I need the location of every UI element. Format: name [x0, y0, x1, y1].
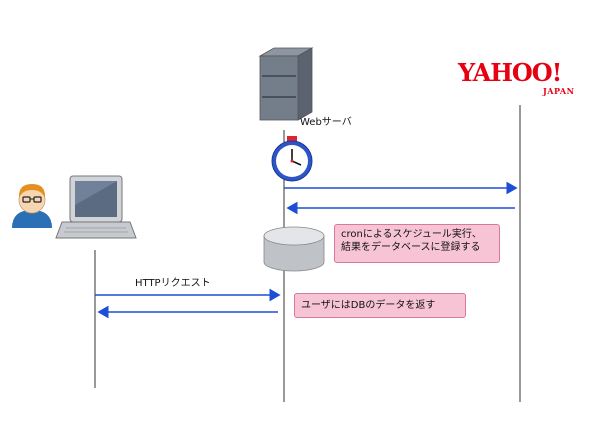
server-icon — [258, 47, 314, 121]
yahoo-japan-logo: YAHOO! — [458, 58, 562, 87]
http-request-label: HTTPリクエスト — [135, 278, 211, 289]
web-server-label: Webサーバ — [300, 117, 352, 128]
yahoo-logo-main: YAHOO! — [458, 58, 562, 87]
clock-icon — [271, 136, 313, 182]
return-db-note: ユーザにはDBのデータを返す — [294, 293, 466, 318]
laptop-icon — [55, 175, 137, 239]
cron-note: cronによるスケジュール実行、 結果をデータベースに登録する — [334, 224, 500, 263]
yahoo-logo-sub: JAPAN — [543, 86, 575, 96]
user-icon — [12, 184, 52, 228]
database-icon — [263, 226, 325, 272]
